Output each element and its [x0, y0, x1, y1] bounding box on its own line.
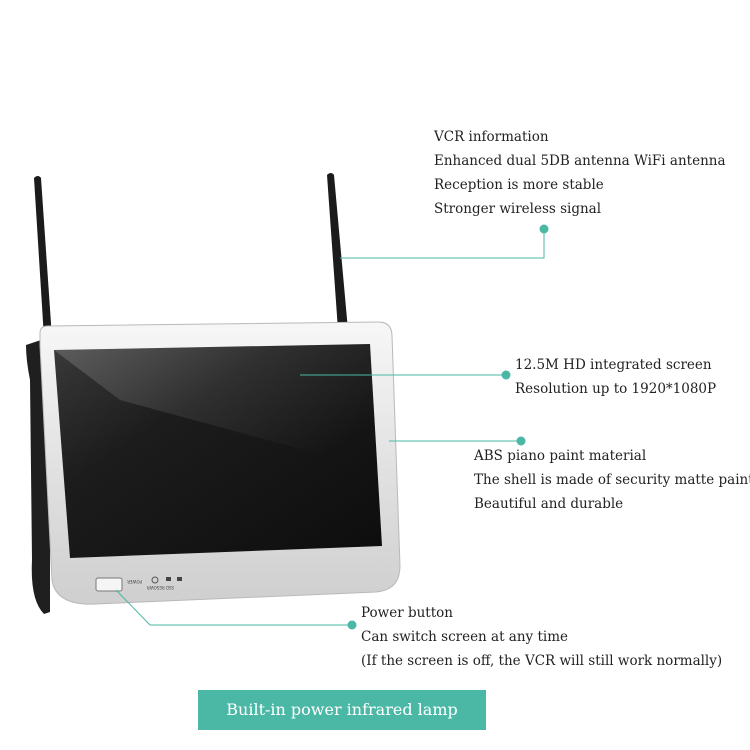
callout-power-info: Power button Can switch screen at any ti…: [361, 601, 722, 673]
callout-dot-vcr: [539, 224, 549, 234]
bezel-indicator: [177, 577, 182, 581]
callout-line-text: (If the screen is off, the VCR will stil…: [361, 653, 723, 669]
feature-banner: Built-in power infrared lamp: [198, 690, 486, 730]
callout-line-text: The shell is made of security matte pain…: [474, 472, 750, 488]
callout-line-power: [115, 589, 350, 626]
callout-line-text: Resolution up to 1920*1080P: [515, 381, 717, 397]
callout-dot-abs: [516, 436, 526, 446]
callout-screen-info: 12.5M HD integrated screen Resolution up…: [515, 353, 716, 401]
antenna-right: [327, 173, 348, 330]
power-button-graphic: [95, 577, 123, 592]
bezel-label: POWER: [127, 579, 142, 584]
callout-line-text: Beautiful and durable: [474, 496, 624, 512]
callout-material-info: ABS piano paint material The shell is ma…: [474, 444, 750, 516]
callout-line-text: ABS piano paint material: [474, 448, 647, 464]
callout-line-text: Can switch screen at any time: [361, 629, 569, 645]
callout-line-text: VCR information: [434, 129, 549, 145]
callout-line-text: Enhanced dual 5DB antenna WiFi antenna: [434, 153, 726, 169]
bezel-label: SSD RESOWR: [147, 585, 174, 590]
callout-line-text: 12.5M HD integrated screen: [515, 357, 712, 373]
callout-line-text: Reception is more stable: [434, 177, 604, 193]
screen-reflection: [54, 344, 378, 470]
bezel-indicator: [151, 576, 159, 584]
callout-vcr-info: VCR information Enhanced dual 5DB antenn…: [434, 125, 726, 221]
callout-line-text: Stronger wireless signal: [434, 201, 602, 217]
callout-dot-power: [347, 620, 357, 630]
callout-dot-screen: [501, 370, 511, 380]
callout-line-vcr: [340, 230, 545, 259]
bezel-indicator: [166, 577, 171, 581]
antenna-left: [34, 176, 52, 338]
callout-line-text: Power button: [361, 605, 453, 621]
